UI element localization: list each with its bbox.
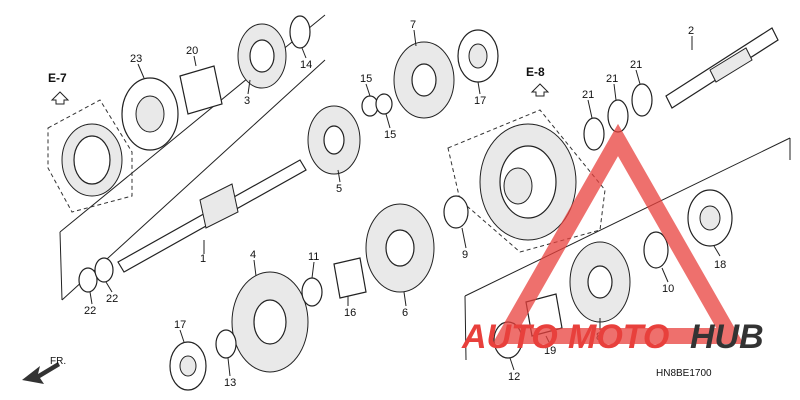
e7-reference: E-7 <box>48 71 70 105</box>
washer-13 <box>215 329 237 359</box>
e7-arrow-icon <box>50 91 70 105</box>
countershaft <box>665 27 779 109</box>
callout-17-lower: 17 <box>174 319 186 331</box>
gear-8 <box>569 241 631 323</box>
callout-22-a: 22 <box>84 305 96 317</box>
callout-21-b: 21 <box>606 73 618 85</box>
gear-3 <box>237 23 287 89</box>
callout-4: 4 <box>250 249 256 261</box>
watermark-triangle-icon <box>492 123 744 344</box>
callout-2: 2 <box>688 25 694 37</box>
needle-bearing-20 <box>179 65 223 115</box>
washer-14 <box>289 15 311 49</box>
watermark: AUTO MOTO HUB <box>461 123 764 356</box>
washers-21 <box>583 83 653 151</box>
bearing-18 <box>687 189 733 247</box>
group-bracket-right <box>464 137 791 361</box>
callout-19: 19 <box>544 345 556 357</box>
callout-18: 18 <box>714 259 726 271</box>
bearing-17-upper <box>457 29 499 83</box>
front-label: FR. <box>50 356 66 367</box>
callout-17-upper: 17 <box>474 95 486 107</box>
callout-5: 5 <box>336 183 342 195</box>
callout-22-b: 22 <box>106 293 118 305</box>
front-direction: FR. <box>22 356 66 384</box>
callout-15-lower: 15 <box>384 129 396 141</box>
callout-10: 10 <box>662 283 674 295</box>
callout-7: 7 <box>410 19 416 31</box>
clip-15-lower <box>375 93 393 115</box>
gear-6 <box>365 203 435 293</box>
e7-label: E-7 <box>48 71 67 85</box>
washer-10 <box>643 231 669 269</box>
watermark-text-hub: HUB <box>690 318 764 356</box>
callout-21-a: 21 <box>582 89 594 101</box>
callout-20: 20 <box>186 45 198 57</box>
callout-12: 12 <box>508 371 520 383</box>
callout-15-upper: 15 <box>360 73 372 85</box>
callout-16: 16 <box>344 307 356 319</box>
mainshaft <box>117 159 307 273</box>
callout-21-c: 21 <box>630 59 642 71</box>
front-arrow-icon <box>22 362 60 384</box>
bearing-17-lower <box>169 341 207 391</box>
needle-bearing-16 <box>333 257 367 299</box>
washer-11 <box>301 277 323 307</box>
callout-11: 11 <box>308 251 319 263</box>
e7-gear-outline <box>47 99 133 213</box>
callout-23: 23 <box>130 53 142 65</box>
e8-label: E-8 <box>526 65 545 79</box>
callout-1: 1 <box>200 253 206 265</box>
callout-9: 9 <box>462 249 468 261</box>
callout-6: 6 <box>402 307 408 319</box>
gear-4 <box>231 271 309 373</box>
gear-7 <box>393 41 455 119</box>
watermark-text-auto: AUTO <box>461 318 558 356</box>
callout-13: 13 <box>224 377 236 389</box>
e8-arrow-icon <box>530 83 550 97</box>
e8-reference: E-8 <box>526 65 550 97</box>
diagram-code: HN8BE1700 <box>656 368 712 379</box>
callout-14: 14 <box>300 59 312 71</box>
bearing-23 <box>121 77 179 151</box>
e8-clutch-outline <box>447 109 606 253</box>
gear-5 <box>307 105 361 175</box>
washers-22 <box>78 257 114 293</box>
watermark-text-moto: MOTO <box>568 318 669 356</box>
callout-3: 3 <box>244 95 250 107</box>
washer-9 <box>443 195 469 229</box>
